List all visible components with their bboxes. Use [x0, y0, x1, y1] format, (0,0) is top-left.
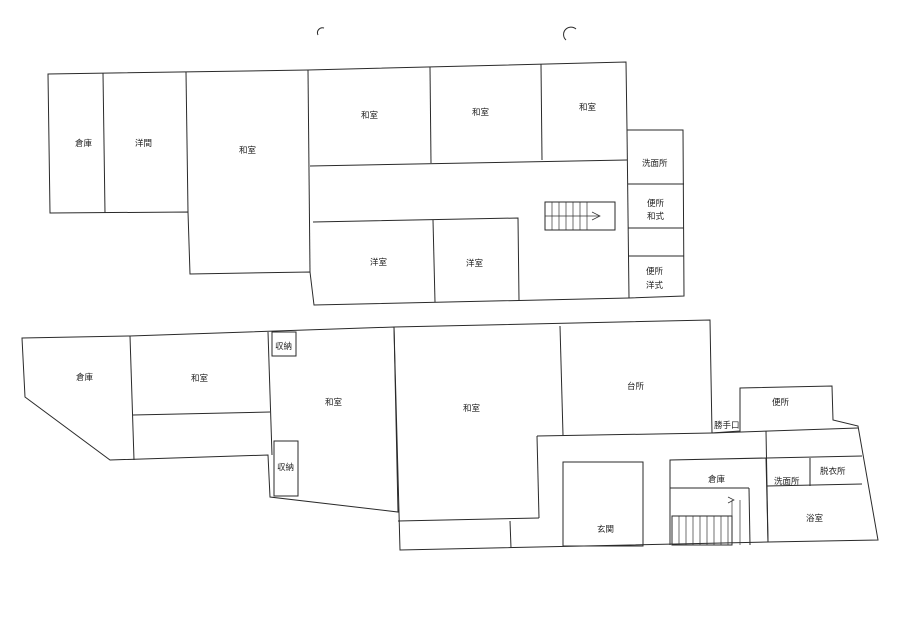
room-label: 収納: [277, 462, 294, 473]
wall: [432, 219, 436, 303]
wall: [102, 72, 106, 214]
wall: [626, 129, 630, 299]
room-label: 台所: [627, 381, 645, 392]
room-label: 勝手口: [714, 420, 740, 431]
room-label: 和室: [325, 397, 343, 408]
wall: [536, 432, 713, 437]
wall: [129, 335, 135, 461]
wall: [540, 63, 543, 161]
wall: [766, 483, 863, 487]
room-label: 倉庫: [76, 372, 94, 383]
wall: [748, 487, 751, 546]
wall: [132, 411, 271, 416]
wall: [559, 325, 564, 436]
lower-outline-left: [21, 326, 399, 513]
room-label: 洗面所: [774, 476, 800, 487]
room-label: 便所: [646, 266, 664, 277]
entrance: [562, 461, 644, 547]
room-label: 倉庫: [708, 474, 726, 485]
wall: [536, 435, 540, 519]
room-label: 洋式: [646, 280, 664, 291]
upper-stairs: [544, 201, 616, 231]
room-label: 収納: [275, 341, 292, 352]
wall: [312, 217, 520, 301]
room-label: 洋間: [135, 138, 152, 149]
closet-bottom: [273, 440, 299, 497]
room-label: 和式: [647, 211, 665, 222]
wall: [397, 517, 540, 522]
paper-hole-right: [563, 26, 577, 41]
wall: [766, 455, 863, 459]
room-label: 脱衣所: [820, 466, 846, 477]
wall: [185, 71, 189, 213]
wall: [309, 159, 628, 167]
room-label: 和室: [579, 102, 597, 113]
room-label: 和室: [472, 107, 490, 118]
lower-stairs: [671, 496, 741, 546]
room-label: 和室: [239, 145, 257, 156]
room-label: 便所: [647, 198, 665, 209]
wall: [509, 520, 512, 549]
room-label: 倉庫: [75, 138, 93, 149]
room-label: 和室: [361, 110, 379, 121]
storage-right: [669, 457, 769, 545]
wall: [429, 66, 432, 164]
room-label: 洋室: [466, 258, 484, 269]
lower-floor: 倉庫 和室 収納 和室 収納 和室 台所 勝手口 便所 倉庫 洗面所 脱衣所 玄…: [21, 319, 879, 551]
room-label: 玄関: [597, 524, 614, 535]
room-label: 和室: [463, 403, 481, 414]
upper-outline: [47, 61, 685, 306]
room-label: 浴室: [806, 513, 824, 524]
room-label: 洋室: [370, 257, 388, 268]
room-label: 和室: [191, 373, 209, 384]
wall: [711, 427, 859, 434]
paper-hole-left: [317, 27, 325, 36]
wall: [307, 69, 311, 273]
upper-floor: 倉庫 洋間 和室 和室 和室 和室 洗面所 便所 和式 洋室 洋室 便所 洋式: [47, 61, 685, 306]
closet-top: [271, 331, 297, 357]
wall: [267, 331, 273, 456]
room-label: 便所: [772, 397, 790, 408]
room-label: 洗面所: [642, 158, 668, 169]
wall: [765, 430, 769, 543]
